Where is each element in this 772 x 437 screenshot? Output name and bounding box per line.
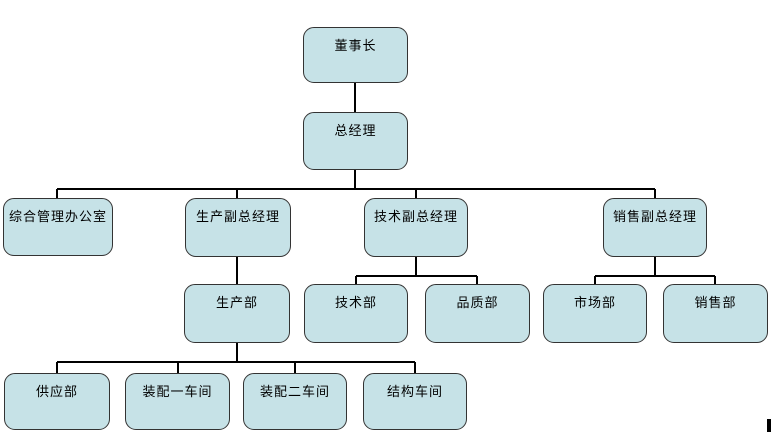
node-chairman[interactable]: 董事长 — [303, 27, 408, 83]
node-tech-dept[interactable]: 技术部 — [304, 284, 408, 343]
node-general-manager-label: 总经理 — [334, 123, 377, 138]
node-assembly-workshop-1[interactable]: 装配一车间 — [125, 373, 230, 430]
text-cursor-mark — [767, 419, 771, 432]
node-admin-office[interactable]: 综合管理办公室 — [3, 198, 113, 256]
node-admin-office-label: 综合管理办公室 — [8, 209, 107, 224]
node-sales-vgm-label: 销售副总经理 — [612, 209, 697, 224]
node-tech-dept-label: 技术部 — [334, 295, 377, 310]
connector-techvgm-children — [355, 257, 478, 284]
node-structure-workshop[interactable]: 结构车间 — [363, 373, 467, 430]
node-sales-dept-label: 销售部 — [694, 295, 737, 310]
node-market-dept-label: 市场部 — [573, 295, 616, 310]
connector-salesvgm-children — [594, 257, 716, 284]
node-tech-vgm-label: 技术副总经理 — [373, 209, 458, 224]
node-supply-dept-label: 供应部 — [35, 384, 78, 399]
node-production-dept-label: 生产部 — [215, 295, 258, 310]
node-production-vgm[interactable]: 生产副总经理 — [185, 198, 291, 257]
node-tech-vgm[interactable]: 技术副总经理 — [364, 198, 468, 257]
node-production-dept[interactable]: 生产部 — [184, 284, 290, 343]
node-production-vgm-label: 生产副总经理 — [195, 209, 280, 224]
node-chairman-label: 董事长 — [334, 38, 377, 53]
node-market-dept[interactable]: 市场部 — [543, 284, 647, 343]
node-sales-vgm[interactable]: 销售副总经理 — [603, 198, 707, 257]
node-general-manager[interactable]: 总经理 — [303, 112, 408, 170]
node-quality-dept-label: 品质部 — [456, 295, 499, 310]
node-assembly-workshop-1-label: 装配一车间 — [142, 384, 213, 399]
node-assembly-workshop-2-label: 装配二车间 — [259, 384, 330, 399]
node-quality-dept[interactable]: 品质部 — [425, 284, 530, 343]
node-assembly-workshop-2[interactable]: 装配二车间 — [243, 373, 347, 430]
node-supply-dept[interactable]: 供应部 — [4, 373, 110, 430]
node-sales-dept[interactable]: 销售部 — [663, 284, 768, 343]
connector-gm-children — [56, 170, 656, 198]
connector-proddept-children — [56, 343, 416, 373]
node-structure-workshop-label: 结构车间 — [386, 384, 443, 399]
